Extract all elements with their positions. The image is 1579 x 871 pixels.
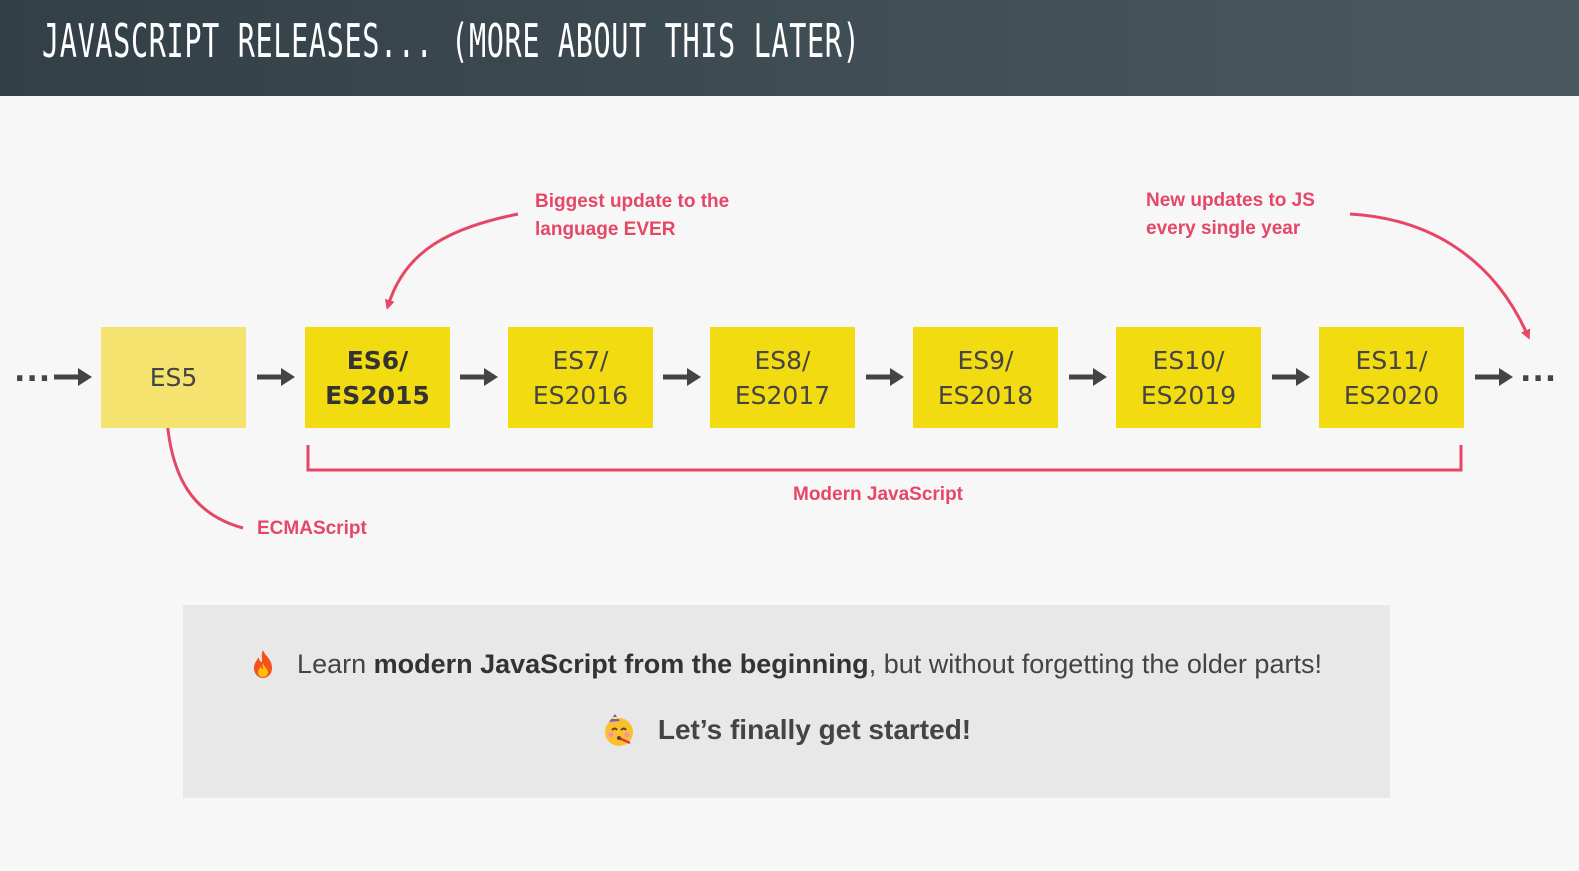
callout-line-1: Learn modern JavaScript from the beginni… [183,649,1390,680]
arrow-icon [257,368,295,386]
arrow-to-es6 [384,212,519,310]
callout-text-bold: modern JavaScript from the beginning [373,649,869,679]
party-face-icon [602,713,636,747]
note-biggest-update: Biggest update to the language EVER [535,188,729,244]
callout-box: Learn modern JavaScript from the beginni… [183,605,1390,798]
release-label: ES2015 [325,380,430,410]
note-line: Biggest update to the [535,191,730,212]
note-new-updates: New updates to JS every single year [1146,187,1315,243]
note-modern-js: Modern JavaScript [793,484,963,505]
release-box-es10: ES10/ES2019 [1116,327,1261,428]
release-box-es8: ES8/ES2017 [710,327,855,428]
release-label: ES2016 [532,380,629,410]
release-label: ES11/ [1355,345,1428,375]
arrow-icon [866,368,904,386]
release-label: ES6/ [346,345,409,375]
release-label: ES2020 [1343,380,1440,410]
release-label: ES10/ [1152,345,1225,375]
callout-headline: Let’s finally get started! [657,714,972,745]
release-label: ES8/ [754,345,811,375]
ellipsis-right: ... [1520,354,1558,389]
arrow-icon [1475,368,1513,386]
release-label: ES2019 [1140,380,1237,410]
page-title: JAVASCRIPT RELEASES... (MORE ABOUT THIS … [42,14,861,68]
release-box-es11: ES11/ES2020 [1319,327,1464,428]
note-ecmascript: ECMAScript [257,518,367,539]
note-line: New updates to JS [1146,190,1315,211]
release-label: ES9/ [957,345,1014,375]
arrow-icon [54,368,92,386]
note-line: language EVER [535,219,676,240]
fire-icon [251,649,275,680]
timeline-arrows [54,368,1513,386]
release-box-es9: ES9/ES2018 [913,327,1058,428]
release-box-es5: ES5 [101,327,246,428]
release-label: ES5 [149,363,198,392]
release-label: ES2018 [937,380,1034,410]
release-box-es7: ES7/ES2016 [508,327,653,428]
callout-line-2: Let’s finally get started! [183,713,1390,747]
arrow-icon [460,368,498,386]
arrow-icon [1069,368,1107,386]
callout-text-regular: , but without forgetting the older parts… [868,649,1322,679]
arrow-icon [1272,368,1310,386]
header-bar: JAVASCRIPT RELEASES... (MORE ABOUT THIS … [0,0,1579,96]
release-label: ES2017 [734,380,831,410]
release-label: ES7/ [552,345,609,375]
arrow-icon [663,368,701,386]
release-box-es6: ES6/ES2015 [305,327,450,428]
callout-text-regular: Learn [297,649,374,679]
modern-js-bracket [306,445,1463,472]
note-line: every single year [1146,218,1301,239]
ellipsis-left: ... [14,354,52,389]
arrow-beyond-es11 [1349,212,1531,340]
